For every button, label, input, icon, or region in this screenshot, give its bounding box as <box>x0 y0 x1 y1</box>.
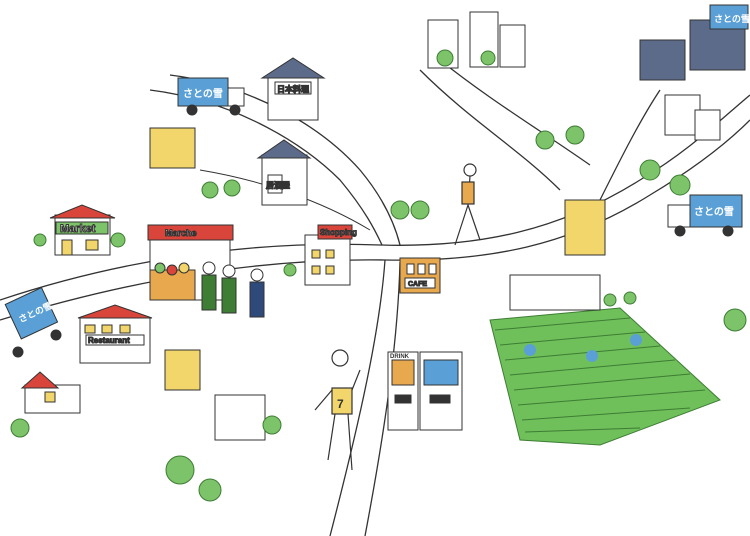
roads <box>0 59 750 536</box>
shopping-building <box>304 224 353 286</box>
factory-building <box>639 39 686 81</box>
red-roof-house <box>20 371 81 414</box>
market-building <box>49 204 116 256</box>
marche-sign: Marche <box>165 228 197 238</box>
main-road-top-edge <box>0 94 750 301</box>
izakaya-building <box>256 139 312 206</box>
truck-icon-left <box>4 286 62 358</box>
north-east-road-1 <box>599 89 661 201</box>
yellow-building-2 <box>164 349 201 391</box>
japanese-restaurant-sign: 日本料理 <box>277 84 309 94</box>
north-road-1 <box>419 69 561 191</box>
japanese-restaurant <box>260 57 326 121</box>
cafe-building <box>399 257 441 294</box>
south-road-1 <box>329 259 386 536</box>
truck-icon-top <box>177 77 245 116</box>
tree-icons <box>10 49 747 502</box>
restaurant-building <box>77 304 153 364</box>
main-road-bottom-edge <box>0 119 750 321</box>
shopping-sign: Shopping <box>320 228 357 237</box>
restaurant-sign: Restaurant <box>88 336 130 345</box>
vending-machine-icon <box>387 351 463 431</box>
factory-brand-text: さとの雪 <box>714 13 750 25</box>
market-sign: Market <box>60 223 96 235</box>
tea-field <box>489 307 721 446</box>
runner-bib-number: 7 <box>337 397 344 411</box>
truck-right-brand: さとの雪 <box>694 206 734 218</box>
drink-sign: DRINK <box>390 354 410 360</box>
walking-woman-person-icon <box>454 163 481 246</box>
cafe-sign: CAFE <box>408 281 427 288</box>
yellow-building-3 <box>564 199 606 256</box>
yellow-building-1 <box>149 127 196 169</box>
truck-top-brand: さとの雪 <box>183 88 223 100</box>
buildings: Market Marche Shopping Restaurant <box>20 11 746 441</box>
marche-stall <box>147 224 234 301</box>
runner-person-icon <box>314 349 361 471</box>
factory-shed <box>509 274 601 311</box>
izakaya-sign: 居酒屋 <box>266 180 290 190</box>
farmers-person-icons <box>201 261 265 318</box>
truck-icon-right <box>667 194 743 237</box>
white-building <box>214 394 266 441</box>
factory-brand-panel <box>709 4 749 30</box>
